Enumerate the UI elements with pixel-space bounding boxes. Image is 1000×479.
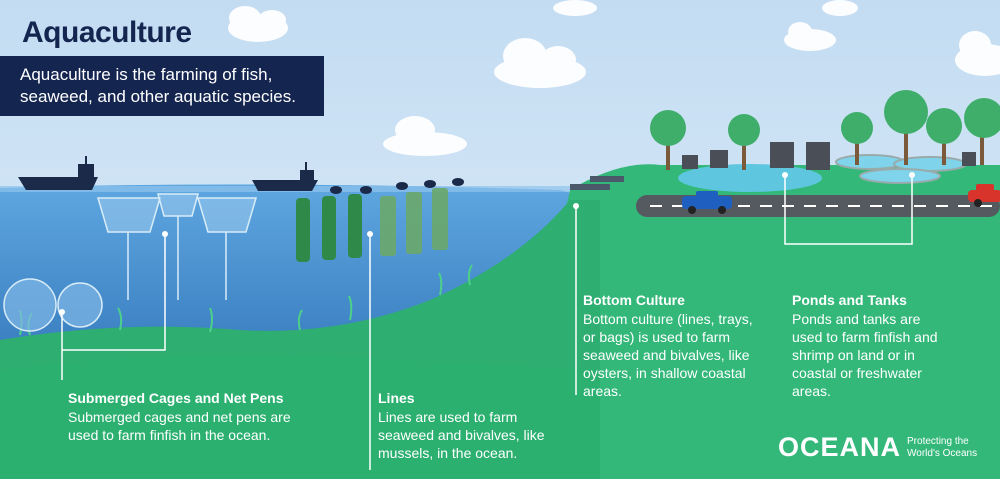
cloud xyxy=(822,0,858,16)
red-car xyxy=(968,184,1000,207)
cloud xyxy=(784,22,836,51)
title-box: Aquaculture xyxy=(0,12,214,54)
tank xyxy=(859,168,941,184)
blue-car xyxy=(682,191,732,214)
callout-text: Submerged cages and net pens are used to… xyxy=(68,409,291,443)
logo-wordmark: OCEANA xyxy=(778,432,902,462)
callout-heading: Bottom Culture xyxy=(583,292,685,308)
seaweed-lines xyxy=(296,194,362,262)
page-title: Aquaculture xyxy=(22,16,192,49)
boat xyxy=(18,156,98,190)
cloud xyxy=(228,6,288,42)
callout-ponds: Ponds and Tanks Ponds and tanks are used… xyxy=(792,292,942,400)
connector-lines xyxy=(61,175,913,470)
logo-tagline: Protecting the World's Oceans xyxy=(907,435,978,459)
callout-heading: Lines xyxy=(378,390,415,406)
callout-lines: Lines Lines are used to farm seaweed and… xyxy=(378,390,568,462)
callout-heading: Ponds and Tanks xyxy=(792,292,907,308)
callout-text: Bottom culture (lines, trays, or bags) i… xyxy=(583,311,753,399)
oceana-logo: OCEANA Protecting the World's Oceans xyxy=(778,432,997,463)
callout-heading: Submerged Cages and Net Pens xyxy=(68,390,284,406)
houses xyxy=(682,142,976,170)
cloud xyxy=(955,31,1000,76)
tank xyxy=(835,154,905,170)
pond xyxy=(678,164,822,192)
seagrass xyxy=(19,264,473,336)
intro-text: Aquaculture is the farming of fish, seaw… xyxy=(20,65,296,106)
callout-text: Lines are used to farm seaweed and bival… xyxy=(378,409,545,461)
connector-dots xyxy=(59,172,915,315)
clouds xyxy=(228,0,1000,156)
submerged-cages xyxy=(3,278,103,332)
cloud xyxy=(494,38,586,88)
callout-bottom-culture: Bottom Culture Bottom culture (lines, tr… xyxy=(583,292,768,400)
bottom-culture-trays xyxy=(570,176,624,190)
trees xyxy=(650,90,1000,170)
intro-box: Aquaculture is the farming of fish, seaw… xyxy=(0,56,324,116)
boat xyxy=(252,162,318,191)
seabed-front xyxy=(0,354,600,479)
buoys xyxy=(330,178,464,194)
cloud xyxy=(553,0,597,16)
callout-cages: Submerged Cages and Net Pens Submerged c… xyxy=(68,390,308,444)
net-pens xyxy=(96,193,258,300)
mussel-lines xyxy=(380,188,448,256)
cloud xyxy=(383,116,467,156)
callout-text: Ponds and tanks are used to farm finfish… xyxy=(792,311,938,399)
